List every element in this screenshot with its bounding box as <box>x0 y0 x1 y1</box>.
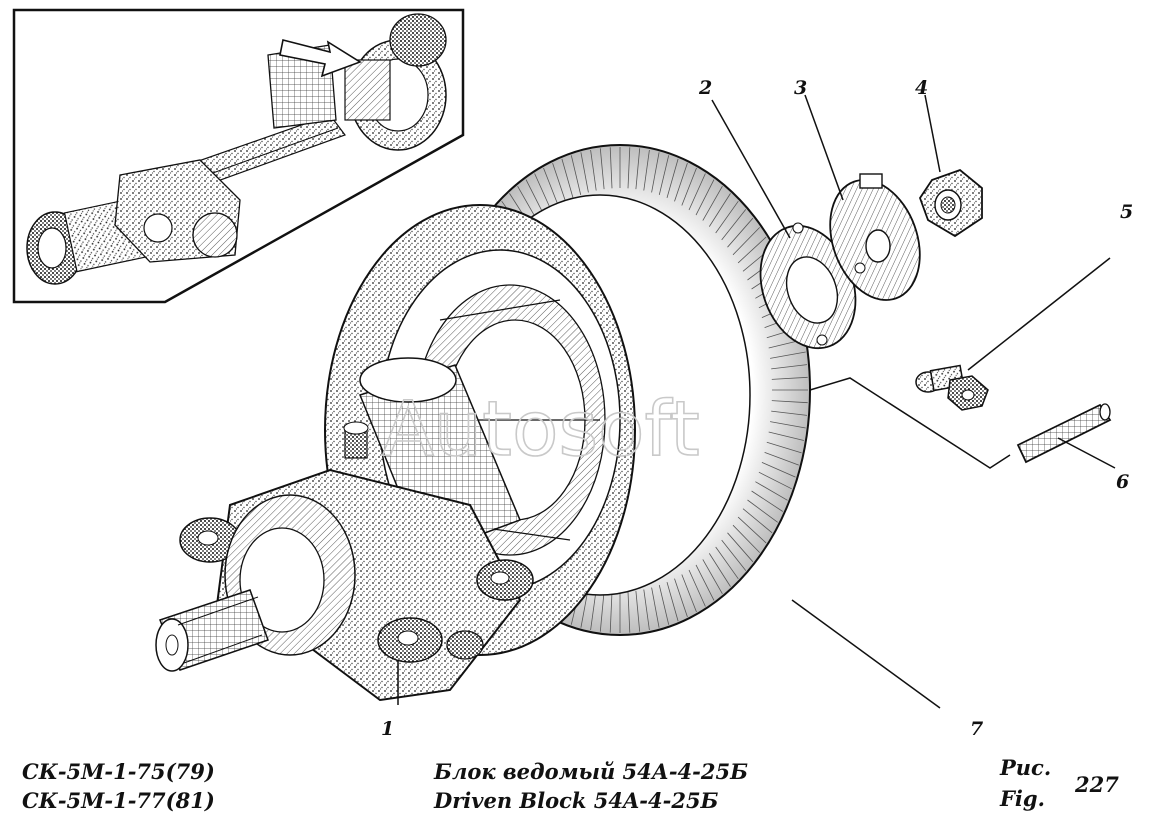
pulley-rim-rib <box>737 516 767 544</box>
pulley-rim-rib <box>727 217 754 248</box>
pulley-rim-rib <box>708 193 731 227</box>
pulley-rim-rib <box>525 179 545 216</box>
pulley-rim-rib <box>702 186 723 221</box>
callout-4: 4 <box>915 77 928 99</box>
pulley-rim-rib <box>658 155 670 195</box>
pulley-rim-rib <box>766 441 802 454</box>
part-2-gasket <box>759 222 857 350</box>
pulley-rim-rib <box>635 590 641 632</box>
pulley-rim-rib <box>732 227 760 256</box>
pulley-rim-rib <box>609 147 613 189</box>
pulley-rim-rib <box>758 471 792 490</box>
title-english: Driven Block 54A-4-25Б <box>433 788 719 813</box>
pulley-rim-rib <box>681 574 697 613</box>
pulley-rim-rib <box>771 376 808 380</box>
pulley-rim-rib <box>643 149 650 191</box>
figure-label-russian: Рис. <box>999 755 1051 780</box>
pulley-rim-rib <box>643 589 650 631</box>
callout-1: 1 <box>381 718 394 740</box>
part-3-washer-plate <box>829 173 921 301</box>
pulley-rim-rib <box>742 508 773 534</box>
pulley-rim-rib <box>590 149 597 191</box>
callout-2: 2 <box>698 77 712 99</box>
part-4-nut <box>918 168 983 238</box>
pulley-rim-rib <box>609 591 613 633</box>
pulley-rim-rib <box>732 524 760 553</box>
pulley-rim-rib <box>721 539 747 571</box>
callout-labels: 1 2 3 4 5 6 7 <box>381 77 1133 740</box>
pulley-rim-rib <box>770 421 806 429</box>
pulley-rim-rib <box>695 179 715 216</box>
pulley-rim-rib <box>695 564 715 601</box>
pulley-rim-rib <box>635 148 641 190</box>
model-code-line-1: СК-5М-1-75(79) <box>22 759 215 784</box>
part-1-shaft-housing <box>155 357 534 702</box>
pulley-rim-rib <box>747 499 778 523</box>
inset-axle-assembly <box>12 8 465 304</box>
title-russian: Блок ведомый 54А-4-25Б <box>433 759 748 784</box>
part-6-key <box>1016 403 1112 464</box>
pulley-rim-rib <box>590 589 597 631</box>
pulley-rim-rib <box>543 167 559 206</box>
pulley-rim-rib <box>715 546 739 580</box>
pulley-rim-rib <box>721 209 747 241</box>
pulley-rim-rib <box>658 585 670 625</box>
callout-7: 7 <box>970 718 983 740</box>
pulley-rim-rib <box>666 581 679 622</box>
pulley-rim-rib <box>708 553 731 587</box>
pulley-rim-rib <box>702 559 723 594</box>
pulley-rim-rib <box>561 158 574 199</box>
pulley-rim-rib <box>580 152 589 193</box>
leader-lines <box>397 94 1116 709</box>
pulley-rim-rib <box>674 578 688 618</box>
pulley-rim-rib <box>737 236 767 264</box>
pulley-rim-rib <box>761 462 796 478</box>
callout-3: 3 <box>794 77 807 99</box>
pulley-rim-rib <box>570 155 582 195</box>
callout-6: 6 <box>1116 471 1129 493</box>
callout-5: 5 <box>1120 201 1133 223</box>
pulley-rim-rib <box>599 148 605 190</box>
pulley-rim-rib <box>771 400 808 404</box>
footer-caption: СК-5М-1-75(79) СК-5М-1-77(81) Блок ведом… <box>22 755 1119 813</box>
pulley-rim-rib <box>715 200 739 234</box>
pulley-rim-rib <box>764 452 799 466</box>
watermark-text: Autosoft <box>382 384 700 473</box>
pulley-rim-rib <box>768 431 804 441</box>
figure-number: 227 <box>1074 772 1119 797</box>
pulley-rim-rib <box>688 569 706 607</box>
pulley-rim-rib <box>599 590 605 632</box>
pulley-rim-rib <box>651 152 660 193</box>
pulley-rim-rib <box>681 167 697 206</box>
pulley-rim-rib <box>751 490 784 512</box>
model-code-line-2: СК-5М-1-77(81) <box>22 788 215 813</box>
pulley-rim-rib <box>627 147 631 189</box>
pulley-rim-rib <box>770 351 806 359</box>
figure-label-english: Fig. <box>999 786 1045 811</box>
pulley-rim-rib <box>771 364 808 370</box>
pulley-rim-rib <box>552 162 566 202</box>
pulley-rim-rib <box>771 410 808 416</box>
pulley-rim-rib <box>651 587 660 628</box>
pulley-rim-rib <box>627 591 631 633</box>
pulley-rim-rib <box>666 158 679 199</box>
pulley-rim-rib <box>688 173 706 211</box>
pulley-rim-rib <box>534 173 552 211</box>
pulley-rim-rib <box>727 532 754 563</box>
part-5-grease-fitting <box>915 364 989 411</box>
pulley-rim-rib <box>674 162 688 202</box>
pulley-rim-rib <box>755 481 788 501</box>
